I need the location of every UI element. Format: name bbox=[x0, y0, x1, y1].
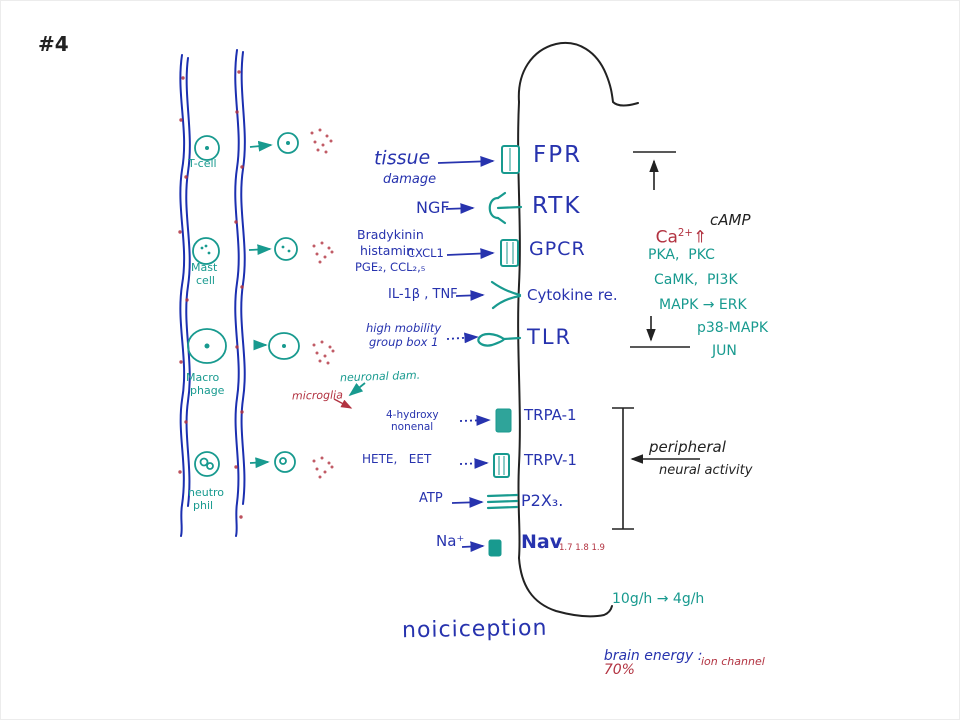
label-peripheral: peripheral bbox=[649, 438, 726, 456]
label-macrophage-1: Macro bbox=[186, 371, 220, 384]
label-trpv1: TRPV-1 bbox=[524, 451, 577, 469]
label-cytokine-receptor: Cytokine re. bbox=[527, 286, 618, 304]
vessel-wall-dots bbox=[178, 70, 244, 519]
neuron-membrane bbox=[517, 41, 639, 618]
brain-energy-value: 70% bbox=[603, 662, 635, 679]
label-damage: damage bbox=[383, 172, 437, 187]
calcium-symbol: Ca bbox=[655, 227, 678, 248]
gpcr-receptor bbox=[500, 239, 519, 267]
calcium-charge: 2+ bbox=[677, 227, 693, 239]
label-atp: ATP bbox=[419, 491, 443, 506]
label-bradykinin: Bradykinin bbox=[357, 227, 424, 242]
p2x3-channel bbox=[486, 493, 519, 498]
signal-marks bbox=[612, 151, 700, 530]
label-mapk-erk: MAPK → ERK bbox=[659, 297, 747, 313]
slide-number: #4 bbox=[38, 32, 69, 56]
label-hmgb1-1: high mobility bbox=[366, 321, 442, 335]
label-t-cell: T-cell bbox=[188, 157, 217, 170]
label-rtk: RTK bbox=[532, 193, 582, 219]
ligand-arrows bbox=[437, 156, 495, 552]
label-macrophage-2: phage bbox=[190, 384, 225, 397]
calcium-up-arrow: ⇑ bbox=[692, 227, 708, 248]
label-neutrophil-2: phil bbox=[193, 499, 214, 512]
label-hete-eet: HETE, EET bbox=[362, 452, 432, 466]
label-fpr: FPR bbox=[533, 142, 583, 168]
label-ion-channel: ion channel bbox=[701, 655, 765, 668]
label-camp: cAMP bbox=[710, 211, 751, 229]
label-gpcr: GPCR bbox=[529, 238, 586, 260]
label-calcium: Ca2+⇑ bbox=[634, 211, 708, 265]
trpv1-channel bbox=[493, 453, 510, 478]
label-brain-energy: brain energy : 70% bbox=[586, 634, 703, 693]
brain-energy-text: brain energy : bbox=[603, 647, 703, 664]
label-ngf: NGF bbox=[416, 198, 450, 217]
label-il1b-tnf: IL-1β , TNF bbox=[388, 287, 458, 302]
label-neutrophil-1: neutro bbox=[188, 486, 225, 499]
label-pge2-ccl: PGE₂, CCL₂,₅ bbox=[355, 260, 426, 274]
label-sodium: Na⁺ bbox=[436, 532, 465, 550]
label-p38-mapk: p38-MAPK bbox=[697, 320, 769, 336]
label-hydroxynonenal-1: 4-hydroxy bbox=[386, 409, 439, 421]
label-nociception: noiciception bbox=[401, 615, 548, 644]
label-mast-cell-1: Mast bbox=[191, 261, 218, 274]
label-hmgb1-2: group box 1 bbox=[369, 335, 439, 349]
label-mast-cell-2: cell bbox=[196, 274, 215, 287]
trpa1-channel bbox=[495, 408, 512, 433]
nav-channel bbox=[488, 539, 502, 557]
label-tissue: tissue bbox=[373, 146, 431, 170]
immune-cell-nuclei bbox=[200, 141, 291, 349]
label-nav: Nav bbox=[521, 531, 563, 553]
label-jun: JUN bbox=[712, 343, 737, 359]
label-trpa1: TRPA-1 bbox=[524, 406, 577, 424]
microglia-arrow bbox=[333, 398, 353, 409]
cytokine-receptor bbox=[490, 280, 522, 297]
label-camk-pi3k: CaMK, PI3K bbox=[654, 272, 738, 288]
rtk-receptor bbox=[496, 205, 523, 210]
label-hydroxynonenal-2: nonenal bbox=[391, 421, 434, 433]
label-cxcl1: CXCL1 bbox=[407, 246, 444, 260]
cell-release-arrows bbox=[248, 140, 366, 469]
label-neural-activity: neural activity bbox=[659, 463, 753, 478]
immune-cells bbox=[187, 132, 300, 477]
label-tlr: TLR bbox=[527, 325, 573, 349]
vessel-walls bbox=[179, 49, 246, 537]
label-metabolic-rate: 10g/h → 4g/h bbox=[612, 591, 705, 607]
label-neuronal-damage: neuronal dam. bbox=[339, 368, 421, 385]
label-pka-pkc: PKA, PKC bbox=[648, 247, 715, 263]
label-histamin: histamin bbox=[360, 243, 415, 258]
label-nav-subtypes: 1.7 1.8 1.9 bbox=[559, 543, 605, 553]
label-microglia: microglia bbox=[291, 388, 344, 403]
tlr-receptor bbox=[502, 336, 522, 341]
label-p2x3: P2X₃. bbox=[521, 491, 564, 510]
mediator-speckles bbox=[310, 128, 335, 479]
